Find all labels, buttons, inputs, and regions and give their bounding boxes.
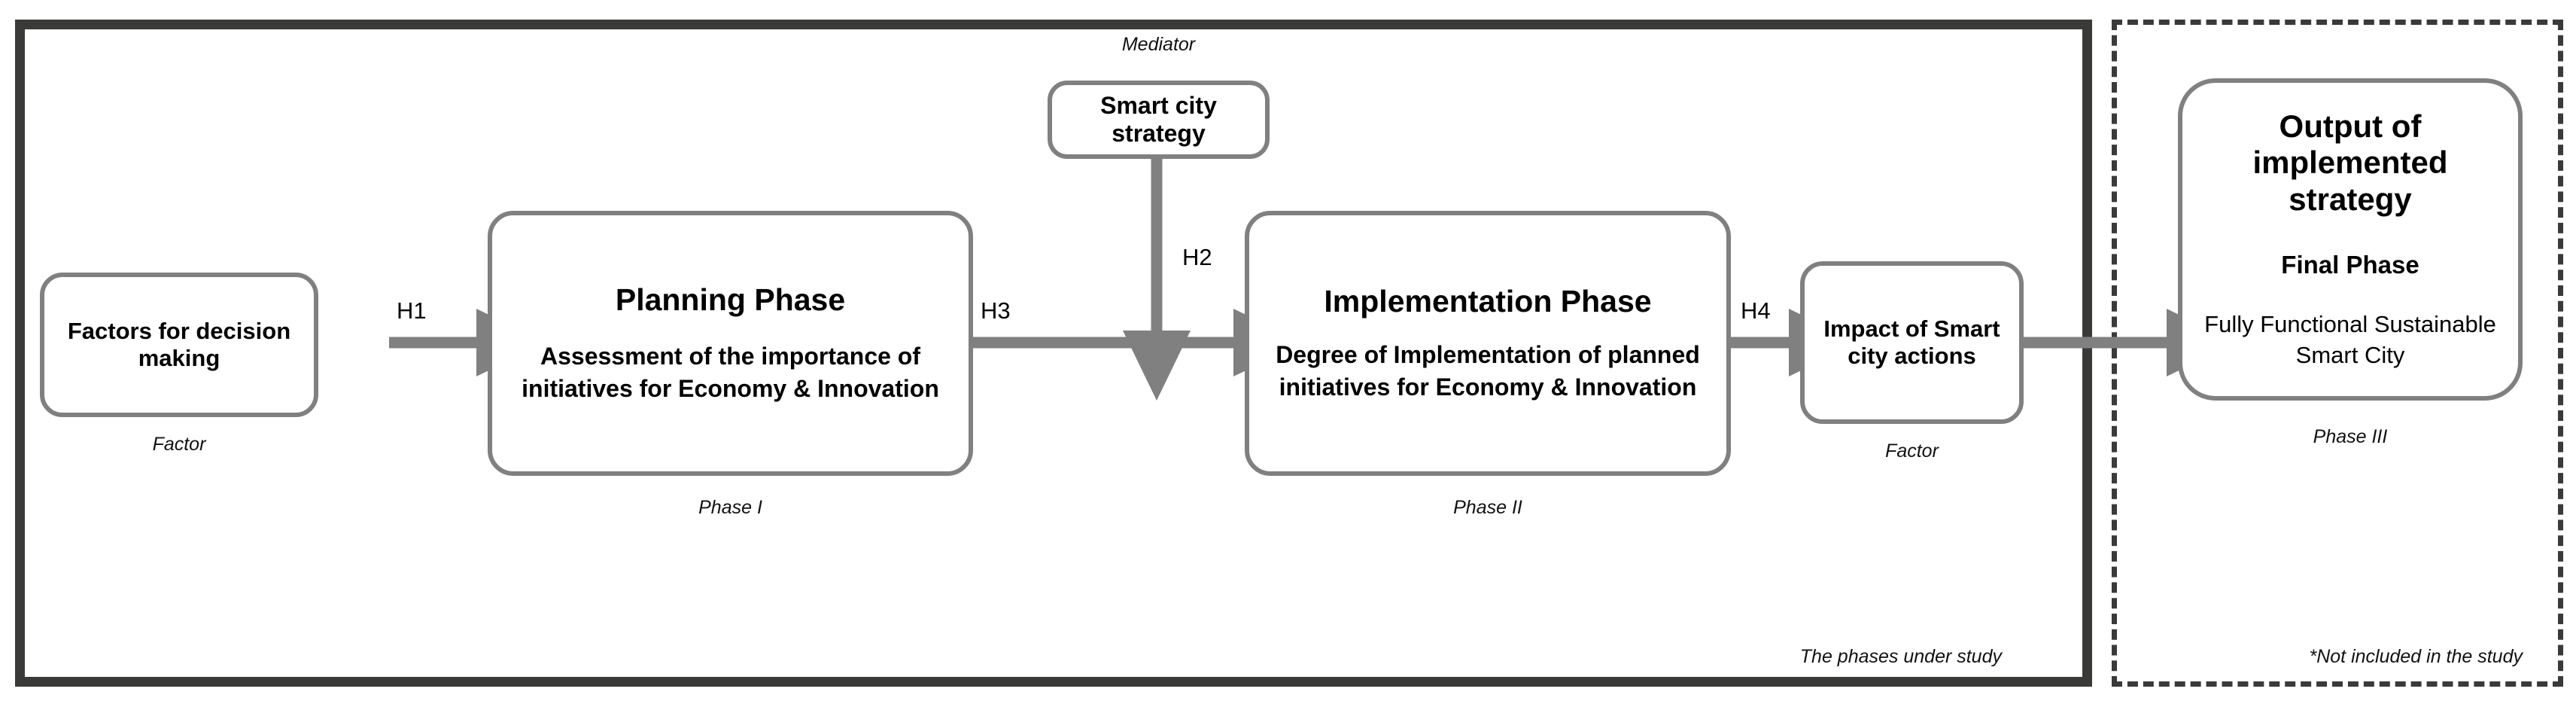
edge-label-h3: H3 [981, 297, 1011, 324]
caption-phases-under-study: The phases under study [1799, 646, 2002, 667]
node-mediator-title: Smart city strategy [1100, 92, 1217, 147]
caption-factor: Factor [152, 434, 206, 455]
node-output-of-implemented-strategy[interactable]: Output of implemented strategy Final Pha… [2178, 78, 2523, 401]
edge-label-h1: H1 [397, 297, 427, 324]
node-output-subtitle: Final Phase [2281, 250, 2419, 279]
caption-mediator: Mediator [1121, 34, 1196, 55]
node-implementation-phase[interactable]: Implementation Phase Degree of Implement… [1245, 211, 1731, 476]
node-factors-for-decision-making[interactable]: Factors for decision making [40, 273, 318, 417]
node-output-title: Output of implemented strategy [2252, 108, 2448, 217]
node-impact-of-smart-city-actions[interactable]: Impact of Smart city actions [1800, 261, 2024, 424]
node-planning-phase[interactable]: Planning Phase Assessment of the importa… [488, 211, 973, 476]
caption-not-included-in-study: *Not included in the study [2309, 646, 2523, 667]
node-output-body: Fully Functional Sustainable Smart City [2204, 310, 2496, 368]
edge-label-h2: H2 [1182, 244, 1212, 270]
excluded-scope-frame [2112, 20, 2563, 687]
caption-factor-2: Factor [1885, 440, 1939, 462]
node-planning-title: Planning Phase [615, 282, 846, 318]
node-implementation-body: Degree of Implementation of planned init… [1276, 341, 1700, 401]
edge-label-h4: H4 [1741, 297, 1771, 324]
study-scope-frame [15, 20, 2092, 687]
caption-phase-iii: Phase III [2313, 426, 2388, 447]
caption-phase-i: Phase I [698, 497, 762, 518]
node-smart-city-strategy[interactable]: Smart city strategy [1048, 81, 1270, 159]
node-planning-body: Assessment of the importance of initiati… [522, 343, 939, 402]
node-implementation-title: Implementation Phase [1324, 284, 1652, 319]
caption-phase-ii: Phase II [1453, 497, 1522, 518]
node-impact-title: Impact of Smart city actions [1823, 315, 2000, 369]
node-factors-title: Factors for decision making [67, 318, 291, 371]
